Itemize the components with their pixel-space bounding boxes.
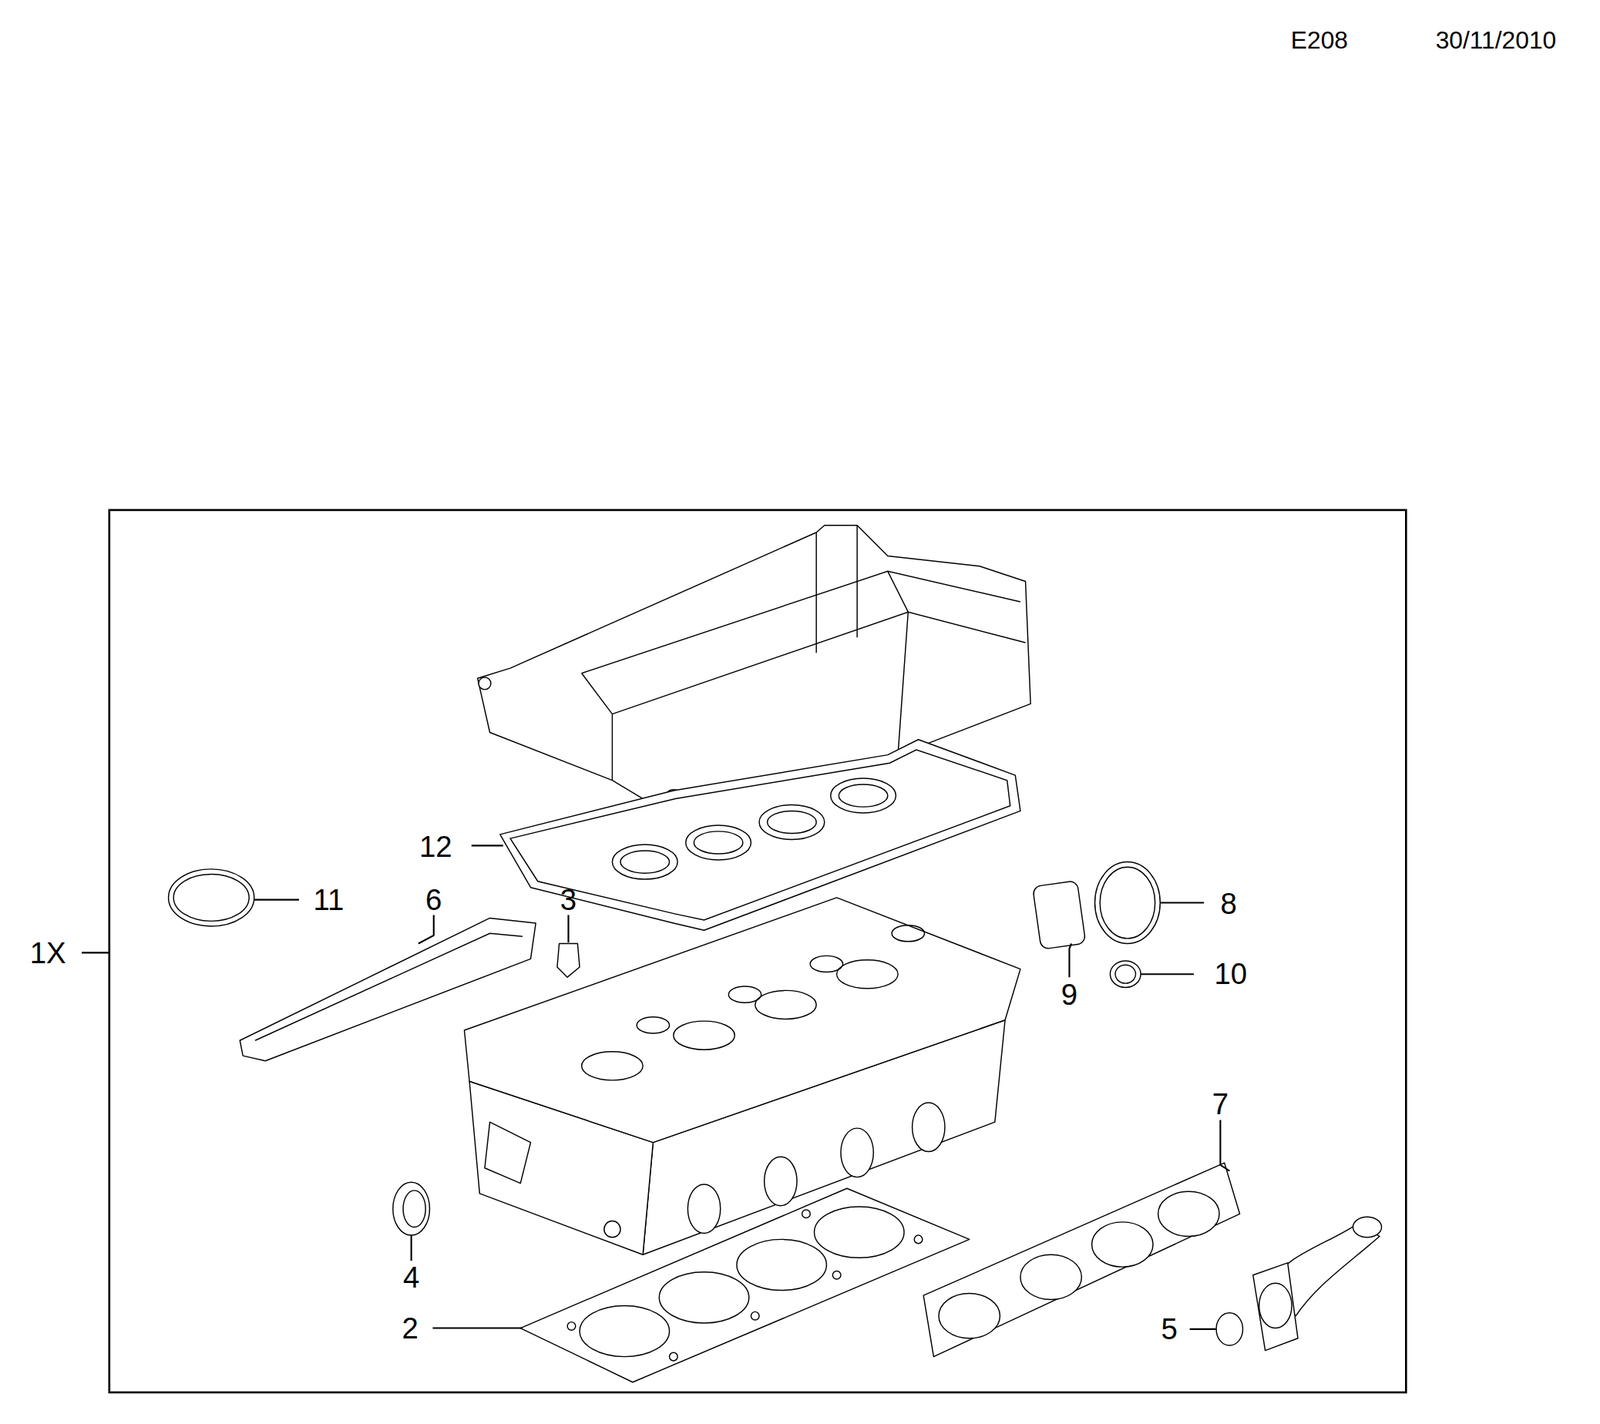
exhaust-gasket xyxy=(923,1163,1240,1358)
callout-number: 10 xyxy=(1213,959,1248,989)
pipe-flange xyxy=(1216,1216,1382,1351)
callout-number: 3 xyxy=(560,885,577,915)
sheet-header: 30/11/2010 xyxy=(1435,28,1557,54)
callout-number: 2 xyxy=(402,1314,419,1344)
callout-number: 1X xyxy=(30,937,67,968)
callout-number: 11 xyxy=(312,885,344,915)
head-gasket xyxy=(520,1188,969,1383)
callout-number: 7 xyxy=(1212,1089,1229,1119)
sheet-header: E208 xyxy=(1290,28,1348,54)
kit-frame xyxy=(109,510,1407,1393)
small-seals xyxy=(168,862,1161,1237)
callout-number: 12 xyxy=(419,832,453,862)
leader-lines xyxy=(81,845,1230,1329)
cover-gasket xyxy=(500,739,1021,932)
callout-number: 5 xyxy=(1161,1314,1178,1345)
cylinder-head xyxy=(463,897,1020,1255)
callout-number: 4 xyxy=(403,1262,420,1292)
callout-number: 8 xyxy=(1220,889,1237,919)
callout-number: 9 xyxy=(1061,980,1078,1010)
callout-number: 6 xyxy=(425,885,442,915)
